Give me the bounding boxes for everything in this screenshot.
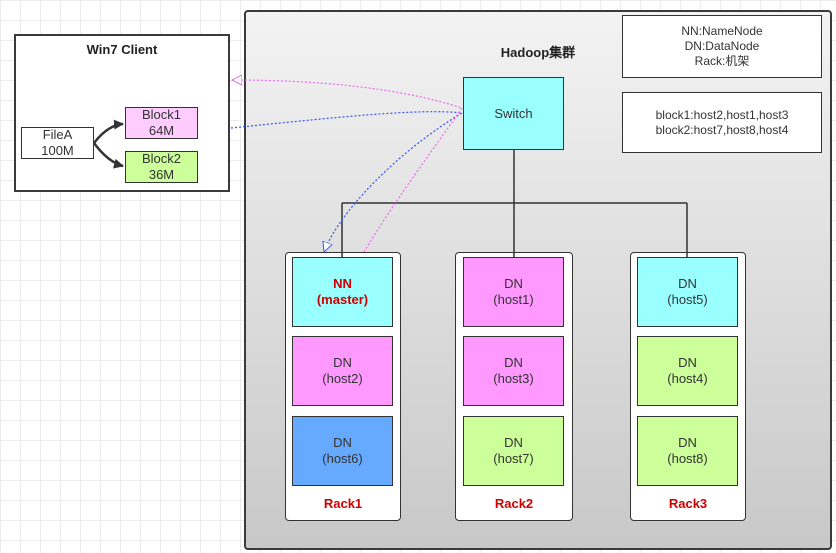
rack3-datanode-host4[interactable]: DN (host4): [637, 336, 738, 406]
node-role: DN: [504, 355, 523, 370]
node-role: DN: [678, 355, 697, 370]
rack2-datanode-host3[interactable]: DN (host3): [463, 336, 564, 406]
client-block2[interactable]: Block2 36M: [125, 151, 198, 183]
node-host: (host8): [667, 451, 708, 466]
node-host: (host7): [493, 451, 534, 466]
node-role: DN: [333, 435, 352, 450]
legend-nn: NN:NameNode: [681, 24, 763, 38]
node-host: (host3): [493, 371, 534, 386]
namenode-host: (master): [316, 292, 369, 307]
node-role: DN: [678, 276, 697, 291]
client-block1[interactable]: Block1 64M: [125, 107, 198, 139]
rack1-datanode-host6[interactable]: DN (host6): [292, 416, 393, 486]
rack1-namenode[interactable]: NN (master): [292, 257, 393, 327]
block1-name: Block1: [141, 107, 182, 122]
rack2-label: Rack2: [494, 496, 534, 511]
node-host: (host5): [667, 292, 708, 307]
block2-size: 36M: [148, 167, 175, 182]
file-a[interactable]: FileA 100M: [21, 127, 94, 159]
switch-label: Switch: [494, 105, 533, 121]
block1-size: 64M: [148, 123, 175, 138]
client-title: Win7 Client: [86, 42, 158, 57]
rack1-label: Rack1: [323, 496, 363, 511]
node-role: DN: [678, 435, 697, 450]
node-host: (host2): [322, 371, 363, 386]
node-role: DN: [504, 435, 523, 450]
legend-rack: Rack:机架: [694, 54, 750, 68]
placement-box: block1:host2,host1,host3 block2:host7,ho…: [622, 92, 822, 153]
node-host: (host6): [322, 451, 363, 466]
node-host: (host4): [667, 371, 708, 386]
rack1-datanode-host2[interactable]: DN (host2): [292, 336, 393, 406]
placement-block1: block1:host2,host1,host3: [655, 107, 789, 122]
node-role: DN: [504, 276, 523, 291]
rack2-datanode-host7[interactable]: DN (host7): [463, 416, 564, 486]
rack3-label: Rack3: [668, 496, 708, 511]
block2-name: Block2: [141, 151, 182, 166]
file-name: FileA: [42, 127, 73, 142]
legend-box: NN:NameNode DN:DataNode Rack:机架: [622, 15, 822, 78]
cluster-title: Hadoop集群: [500, 45, 576, 60]
node-host: (host1): [493, 292, 534, 307]
namenode-role: NN: [333, 276, 352, 291]
rack3-datanode-host5[interactable]: DN (host5): [637, 257, 738, 327]
node-role: DN: [333, 355, 352, 370]
legend-dn: DN:DataNode: [684, 39, 760, 53]
rack2-datanode-host1[interactable]: DN (host1): [463, 257, 564, 327]
file-size: 100M: [41, 143, 74, 158]
placement-block2: block2:host7,host8,host4: [655, 122, 789, 137]
rack3-datanode-host8[interactable]: DN (host8): [637, 416, 738, 486]
switch[interactable]: Switch: [463, 77, 564, 150]
